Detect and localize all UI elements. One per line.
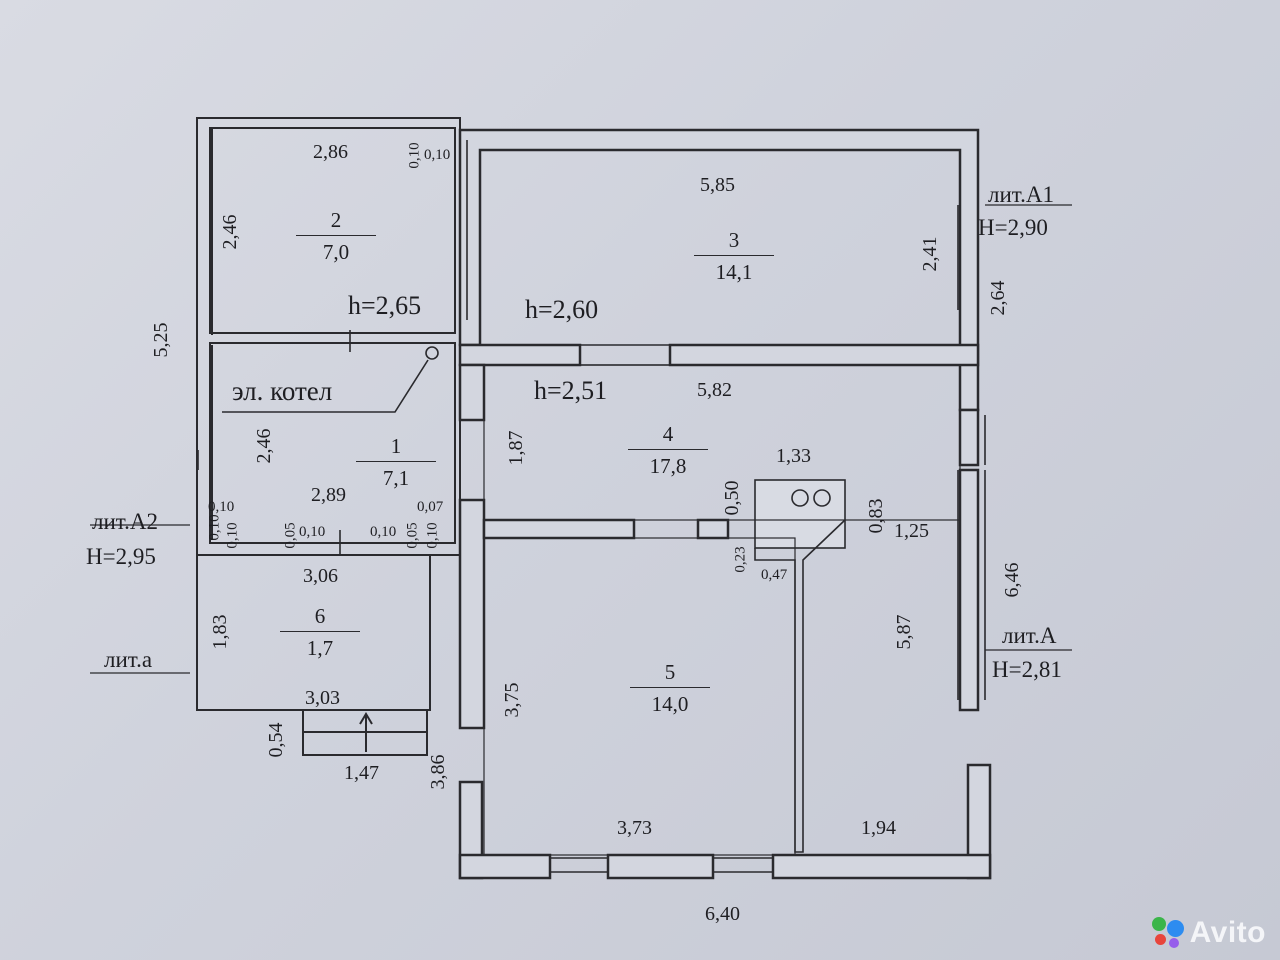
- window-left-top: [454, 140, 468, 320]
- room-6-label: 6 1,7: [280, 604, 360, 661]
- room-2-number: 2: [330, 208, 342, 232]
- dim-room3-top: 5,85: [700, 174, 735, 196]
- room-4-label: 4 17,8: [628, 422, 708, 479]
- room-2-height: h=2,65: [348, 291, 422, 320]
- dim-room5-height: 3,75: [501, 682, 523, 718]
- stove-burner-1: [791, 489, 809, 507]
- dim-0-10-mid-b: 0,10: [370, 524, 397, 540]
- dim-0-07: 0,07: [417, 499, 444, 515]
- dim-room1-height: 2,46: [253, 428, 275, 464]
- dim-0-23: 0,23: [732, 546, 749, 573]
- dim-total-height: 6,46: [1001, 562, 1023, 598]
- window-bottom: [550, 857, 773, 873]
- litera-a1-height: Н=2,90: [978, 215, 1048, 240]
- window-right-a1: [957, 205, 979, 310]
- dim-wall-386: 3,86: [427, 754, 449, 790]
- room-6-area: 1,7: [280, 631, 360, 661]
- window-right-a: [957, 470, 986, 700]
- dim-window-a1: 2,64: [987, 280, 1009, 316]
- litera-a-height: Н=2,81: [992, 657, 1062, 682]
- litera-a1-name: лит.А1: [988, 182, 1054, 207]
- dim-stove-width: 1,33: [776, 445, 811, 467]
- room-6-number: 6: [314, 604, 326, 628]
- wall-3-4-right: [668, 343, 980, 367]
- room-5-label: 5 14,0: [630, 660, 710, 717]
- dim-room4-height: 1,87: [505, 430, 527, 466]
- litera-small-a-name: лит.а: [104, 647, 153, 672]
- dim-0-10-v1: 0,10: [224, 522, 241, 549]
- dim-room2-height: 2,46: [219, 214, 241, 250]
- dim-room4-right: 1,25: [894, 520, 929, 542]
- dim-0-10-mid-a: 0,10: [299, 524, 326, 540]
- room-1-number: 1: [390, 434, 402, 458]
- room-4-height: h=2,51: [534, 376, 608, 405]
- dim-room6-top: 3,06: [303, 565, 338, 587]
- stove: [754, 479, 846, 549]
- room-3-number: 3: [728, 228, 740, 252]
- boiler-symbol: [425, 346, 439, 360]
- litera-a2-height: Н=2,95: [86, 544, 156, 569]
- room-3-area: 14,1: [694, 255, 774, 285]
- litera-a2-name: лит.А2: [92, 509, 158, 534]
- room-4-area: 17,8: [628, 449, 708, 479]
- avito-watermark: Avito: [1151, 916, 1266, 950]
- dim-total-width: 6,40: [705, 903, 740, 925]
- wall-3-4-left: [458, 343, 582, 367]
- dim-0-05-v1: 0,05: [282, 522, 299, 549]
- dim-room5-bottom: 3,73: [617, 817, 652, 839]
- dim-steps-depth: 0,54: [265, 722, 287, 758]
- room-5-number: 5: [664, 660, 676, 684]
- room-2-area: 7,0: [296, 235, 376, 265]
- room-1-area: 7,1: [356, 461, 436, 491]
- room-5-area: 14,0: [630, 687, 710, 717]
- room-3-height: h=2,60: [525, 295, 599, 324]
- dim-0-10-v2: 0,10: [424, 522, 441, 549]
- dim-stove-047: 0,47: [761, 567, 788, 583]
- dim-0-83: 0,83: [865, 498, 887, 534]
- litera-a-name: лит.А: [1002, 623, 1057, 648]
- dim-extension-height: 5,25: [150, 322, 172, 358]
- avito-logo-icon: [1151, 917, 1184, 949]
- dim-0-05-v2: 0,05: [404, 522, 421, 549]
- dim-room6-bottom: 3,03: [305, 687, 340, 709]
- dim-0-10-left: 0,10: [208, 499, 235, 515]
- room-1-label: 1 7,1: [356, 434, 436, 491]
- dim-0-10-v3: 0,10: [206, 514, 223, 541]
- dim-room3-height: 2,41: [919, 236, 941, 272]
- room-3-label: 3 14,1: [694, 228, 774, 285]
- dim-corridor-bottom: 1,94: [861, 817, 896, 839]
- dim-0-10-top-a: 0,10: [406, 142, 423, 169]
- dim-steps-width: 1,47: [344, 762, 379, 784]
- room-2-label: 2 7,0: [296, 208, 376, 265]
- dim-0-10-top-b: 0,10: [424, 147, 451, 163]
- dim-corridor-height: 5,87: [893, 614, 915, 650]
- avito-watermark-text: Avito: [1189, 916, 1266, 949]
- dim-room1-width: 2,89: [311, 484, 346, 506]
- room-4-number: 4: [662, 422, 674, 446]
- stove-burner-2: [813, 489, 831, 507]
- dim-room4-top: 5,82: [697, 379, 732, 401]
- boiler-label: эл. котел: [232, 376, 333, 406]
- dim-room2-top: 2,86: [313, 141, 348, 163]
- dim-0-50: 0,50: [721, 480, 743, 516]
- dim-room6-height: 1,83: [209, 614, 231, 650]
